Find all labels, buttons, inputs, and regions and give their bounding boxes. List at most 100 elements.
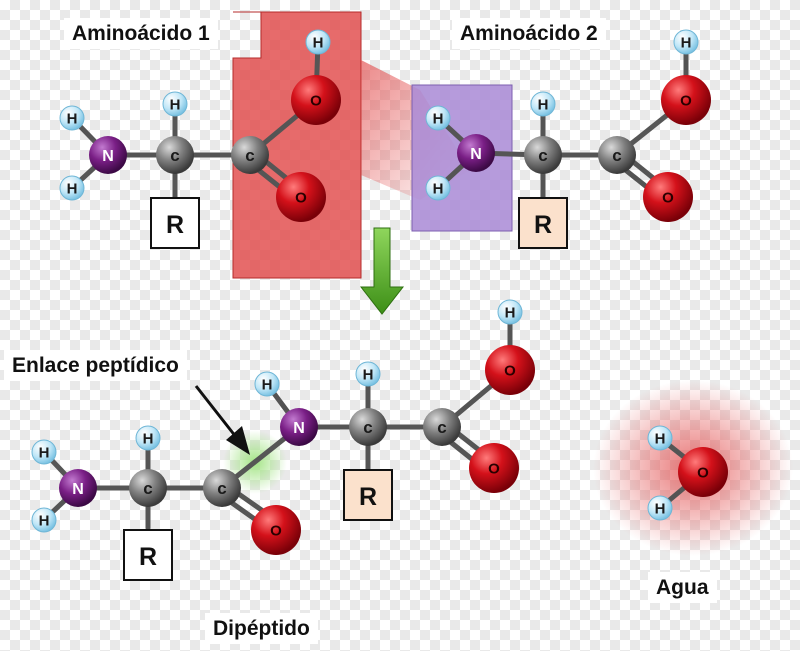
- dp-h-1-sphere: [31, 439, 57, 465]
- aa2-h-2-atom: H: [425, 175, 451, 201]
- dp-n-2-symbol: N: [293, 420, 305, 437]
- reaction-arrow: [359, 227, 405, 315]
- aa2-h-hydroxyl-symbol: H: [681, 34, 692, 51]
- aa1-h-1-symbol: H: [67, 110, 78, 127]
- dp-c-carbonyl-1-atom: c: [203, 469, 241, 507]
- dp-h-amide-symbol: H: [262, 376, 273, 393]
- dp-h-hydroxyl-atom: H: [497, 299, 523, 325]
- dp-c-alpha-1-sphere: [129, 469, 167, 507]
- water-o-sphere: [678, 447, 728, 497]
- aa2-c-carboxyl-sphere: [598, 136, 636, 174]
- dp-c-carboxyl-symbol: c: [437, 418, 446, 437]
- peptide-bond-pointer-head: [226, 426, 250, 455]
- aa2-o-carbonyl-atom: O: [643, 172, 693, 222]
- aa1-c-alpha-symbol: c: [170, 146, 179, 165]
- r-group-aminoacid-1: [150, 197, 200, 249]
- dp-h-alpha-1-atom: H: [135, 425, 161, 451]
- aa1-h-hydroxyl-symbol: H: [313, 34, 324, 51]
- aa1-h-alpha-symbol: H: [170, 96, 181, 113]
- dp-o-carbonyl-2-sphere: [469, 443, 519, 493]
- dp-h-amide-atom: H: [254, 371, 280, 397]
- dipeptide-label: Dipéptido: [205, 613, 318, 644]
- dp-h-2-sphere: [31, 507, 57, 533]
- aa2-c-carboxyl-symbol: c: [612, 146, 621, 165]
- dp-n-1-atom: N: [59, 469, 97, 507]
- water-h-2-symbol: H: [655, 500, 666, 517]
- dp-c-carboxyl-sphere: [423, 408, 461, 446]
- water-label: Agua: [648, 572, 717, 603]
- aa2-h-alpha-symbol: H: [538, 96, 549, 113]
- dp-c-alpha-1-symbol: c: [143, 479, 152, 498]
- dp-c-carbonyl-1-symbol: c: [217, 479, 226, 498]
- aa1-h-1-atom: H: [59, 105, 85, 131]
- aa1-o-carbonyl-sphere: [276, 172, 326, 222]
- water-h-2-sphere: [647, 495, 673, 521]
- water-h-1-atom: H: [647, 425, 673, 451]
- dp-h-hydroxyl-symbol: H: [505, 304, 516, 321]
- dp-o-hydroxyl-atom: O: [485, 345, 535, 395]
- r-groups: R R R R: [123, 197, 568, 581]
- dp-o-carbonyl-2-symbol: O: [488, 460, 500, 477]
- aa2-h-hydroxyl-atom: H: [673, 29, 699, 55]
- aa2-h-2-sphere: [425, 175, 451, 201]
- aa1-n-atom: N: [89, 136, 127, 174]
- dp-h-hydroxyl-sphere: [497, 299, 523, 325]
- aa2-c-carboxyl-atom: c: [598, 136, 636, 174]
- aa1-c-alpha-atom: c: [156, 136, 194, 174]
- aa1-n-symbol: N: [102, 148, 114, 165]
- aa1-o-carbonyl-atom: O: [276, 172, 326, 222]
- aa2-h-2-symbol: H: [433, 180, 444, 197]
- dp-o-carbonyl-2-atom: O: [469, 443, 519, 493]
- dp-c-alpha-2-atom: c: [349, 408, 387, 446]
- dp-o-carbonyl-1-symbol: O: [270, 522, 282, 539]
- dp-n-1-symbol: N: [72, 481, 84, 498]
- aa2-c-alpha-sphere: [524, 136, 562, 174]
- aa1-o-hydroxyl-atom: O: [291, 75, 341, 125]
- water-h-1-symbol: H: [655, 430, 666, 447]
- dp-c-alpha-2-symbol: c: [363, 418, 372, 437]
- aa2-h-1-atom: H: [425, 105, 451, 131]
- water-o-symbol: O: [697, 464, 709, 481]
- dp-o-carbonyl-1-atom: O: [251, 505, 301, 555]
- aa1-h-hydroxyl-atom: H: [305, 29, 331, 55]
- dp-c-carbonyl-1-sphere: [203, 469, 241, 507]
- r-label-dipeptide-1: R: [139, 543, 157, 571]
- dp-h-alpha-1-sphere: [135, 425, 161, 451]
- aa1-c-carboxyl-atom: c: [231, 136, 269, 174]
- water-h-2-atom: H: [647, 495, 673, 521]
- r-group-dipeptide-1: [123, 529, 173, 581]
- dp-n-2-sphere: [280, 408, 318, 446]
- dp-h-amide-sphere: [254, 371, 280, 397]
- peptide-bond-pointer: [194, 385, 238, 438]
- dp-h-1-symbol: H: [39, 444, 50, 461]
- dp-o-hydroxyl-symbol: O: [504, 362, 516, 379]
- aa2-n-sphere: [457, 134, 495, 172]
- r-group-dipeptide-2: [343, 469, 393, 521]
- aminoacid-1-label: Aminoácido 1: [64, 18, 218, 49]
- aa1-c-carboxyl-symbol: c: [245, 146, 254, 165]
- aa2-o-hydroxyl-atom: O: [661, 75, 711, 125]
- aa2-n-atom: N: [457, 134, 495, 172]
- aa1-h-2-sphere: [59, 175, 85, 201]
- aa1-h-hydroxyl-sphere: [305, 29, 331, 55]
- aa1-o-hydroxyl-sphere: [291, 75, 341, 125]
- dp-n-1-sphere: [59, 469, 97, 507]
- aa1-o-hydroxyl-symbol: O: [310, 92, 322, 109]
- dp-c-alpha-1-atom: c: [129, 469, 167, 507]
- removed-oh-highlight: [232, 11, 362, 279]
- aa2-o-carbonyl-sphere: [643, 172, 693, 222]
- r-label-dipeptide-2: R: [359, 483, 377, 511]
- aa1-h-2-atom: H: [59, 175, 85, 201]
- dp-h-alpha-1-symbol: H: [143, 430, 154, 447]
- aa1-h-1-sphere: [59, 105, 85, 131]
- aa1-h-alpha-sphere: [162, 91, 188, 117]
- aminoacid-2-label: Aminoácido 2: [452, 18, 606, 49]
- r-group-aminoacid-2: [518, 197, 568, 249]
- aa2-h-hydroxyl-sphere: [673, 29, 699, 55]
- dp-o-hydroxyl-sphere: [485, 345, 535, 395]
- r-label-aminoacid-1: R: [166, 211, 184, 239]
- aa2-n-symbol: N: [470, 146, 482, 163]
- dp-n-2-atom: N: [280, 408, 318, 446]
- aa2-h-alpha-atom: H: [530, 91, 556, 117]
